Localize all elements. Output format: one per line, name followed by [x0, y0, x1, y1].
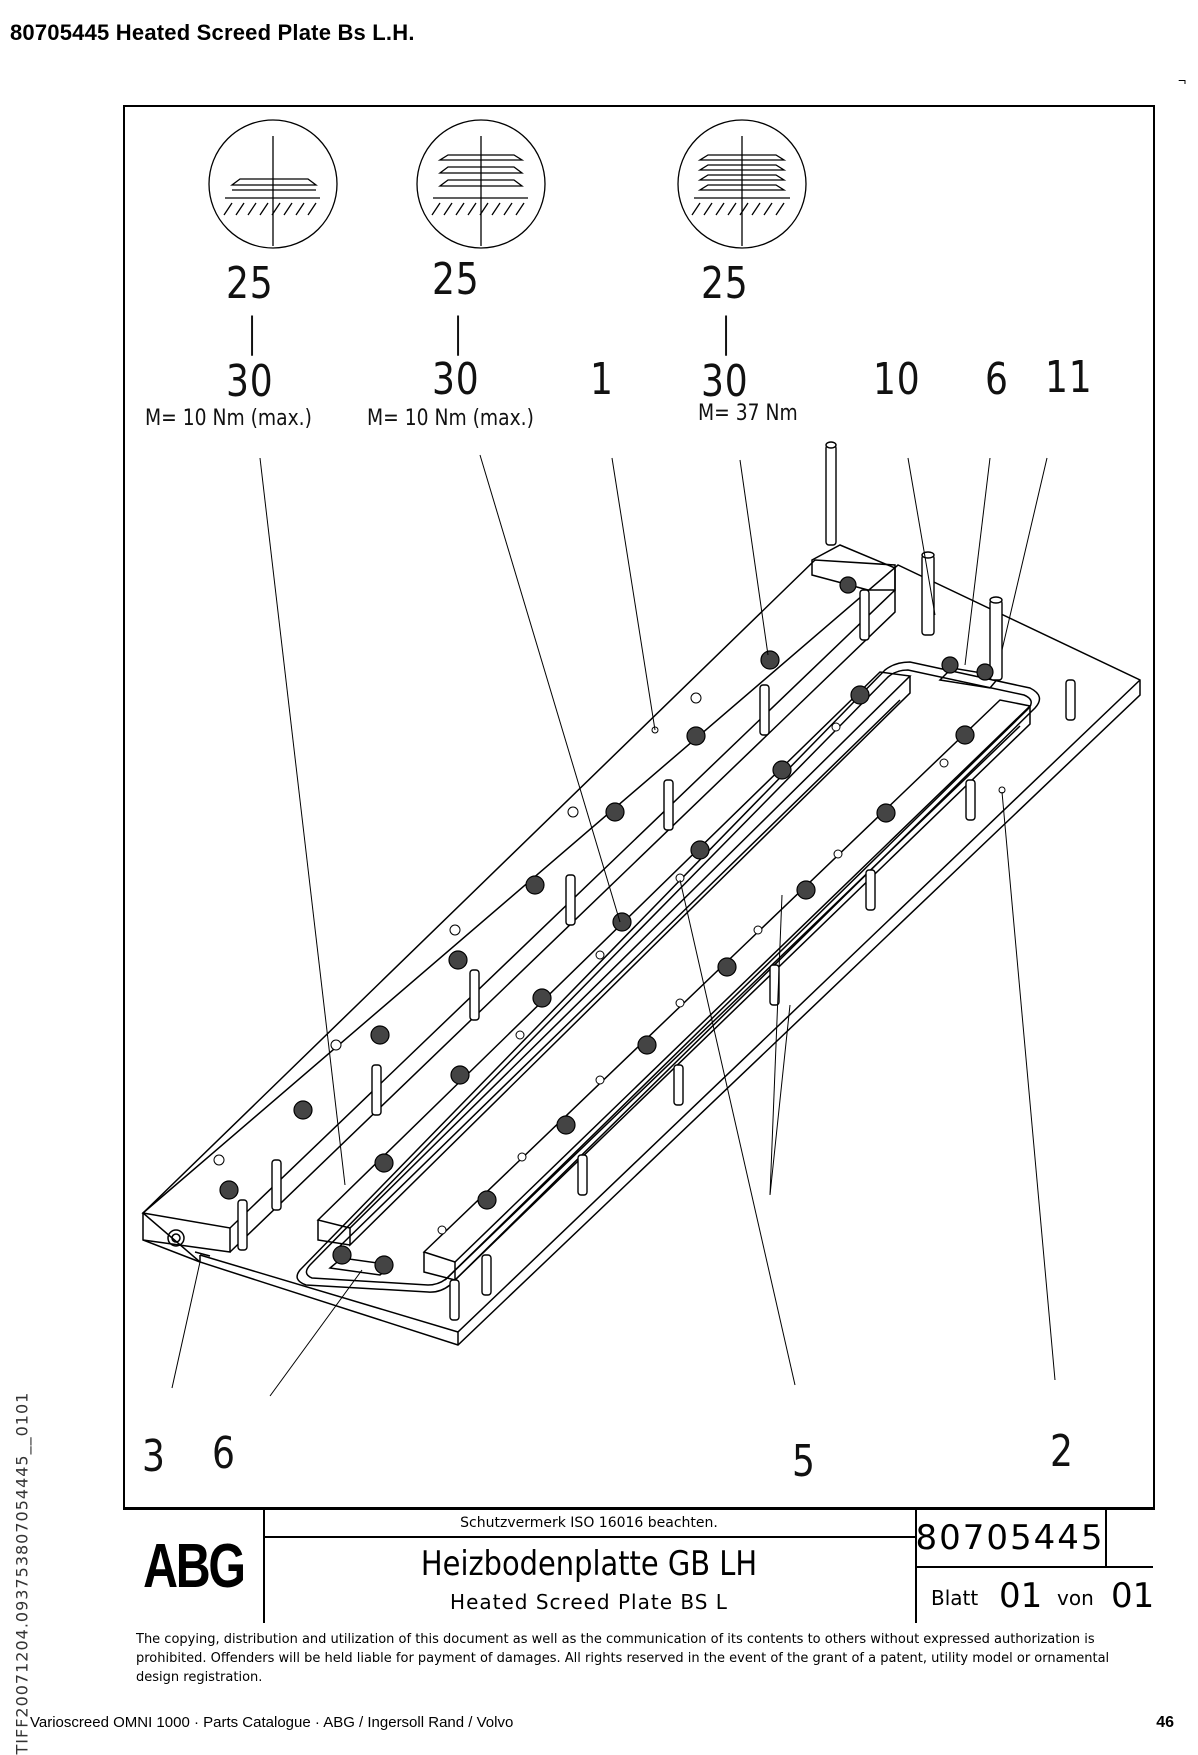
torque-value-1: M= 10 Nm (max.): [145, 406, 312, 431]
small-washers: [213, 692, 1006, 1235]
copyright-notice: The copying, distribution and utilizatio…: [136, 1632, 1110, 1685]
detail-circle-1: [208, 119, 338, 249]
title-block-numbers: 80705445 Blatt 01 von 01: [915, 1510, 1155, 1623]
nuts: [219, 576, 994, 1275]
stud: [469, 969, 480, 1021]
of-label: von: [1057, 1586, 1094, 1610]
drawing-frame: [123, 105, 1155, 1509]
stud: [565, 874, 576, 926]
callout-10: 10: [873, 354, 921, 405]
callout-2: 2: [1050, 1426, 1074, 1477]
callout-3: 3: [142, 1431, 166, 1482]
callout-6-top: 6: [985, 354, 1009, 405]
stud: [865, 869, 876, 911]
stud-long: [825, 441, 837, 546]
fasteners: [237, 441, 1076, 1321]
stud: [481, 1254, 492, 1296]
stud: [673, 1064, 684, 1106]
stud: [237, 1199, 248, 1251]
stud-long: [989, 596, 1003, 681]
stud-long: [921, 551, 935, 636]
detail-circle-2: [416, 119, 546, 249]
screed-plate: [141, 544, 1141, 1346]
stud: [759, 684, 770, 736]
stud: [663, 779, 674, 831]
stud: [371, 1064, 382, 1116]
callout-1: 1: [590, 354, 614, 405]
stud: [769, 964, 780, 1006]
torque-lower-3: 30: [701, 356, 749, 407]
stud: [859, 589, 870, 641]
side-file-code: TIFF20071204.093753807054445__0101: [12, 1391, 32, 1755]
sheet-total: 01: [1111, 1576, 1155, 1616]
torque-upper-2: 25: [432, 254, 480, 305]
torque-upper-3: 25: [701, 258, 749, 309]
torque-value-3: M= 37 Nm: [698, 401, 798, 426]
stud: [577, 1154, 588, 1196]
sheet-info: Blatt 01 von 01: [915, 1568, 1155, 1623]
stud: [271, 1159, 282, 1211]
title-german: Heizbodenplatte GB LH: [420, 1544, 758, 1584]
torque-separator-2: |: [454, 310, 463, 356]
footer-text: Varioscreed OMNI 1000 · Parts Catalogue …: [30, 1714, 514, 1731]
title-block-description: Schutzvermerk ISO 16016 beachten. Heizbo…: [263, 1510, 917, 1623]
detail-circle-3: [677, 119, 807, 249]
torque-upper-1: 25: [226, 258, 274, 309]
drawing-number: 80705445: [915, 1510, 1107, 1568]
protection-note: Schutzvermerk ISO 16016 beachten.: [263, 1510, 915, 1538]
title-block: ABG Schutzvermerk ISO 16016 beachten. He…: [123, 1508, 1155, 1623]
abg-logo: ABG: [123, 1510, 265, 1623]
torque-value-2: M= 10 Nm (max.): [367, 406, 534, 431]
torque-lower-1: 30: [226, 356, 274, 407]
title-english: Heated Screed Plate BS L: [450, 1590, 728, 1614]
page-number: 46: [1156, 1714, 1174, 1731]
leader-lines: [171, 454, 1056, 1397]
callout-11: 11: [1045, 352, 1093, 403]
callout-6-bottom: 6: [212, 1428, 236, 1479]
torque-separator-1: |: [248, 310, 257, 356]
sheet-number: 01: [999, 1576, 1043, 1616]
stud: [449, 1279, 460, 1321]
sheet-label: Blatt: [931, 1586, 979, 1610]
stud: [1065, 679, 1076, 721]
page-title: 80705445 Heated Screed Plate Bs L.H.: [10, 20, 415, 45]
stud: [965, 779, 976, 821]
torque-lower-2: 30: [432, 354, 480, 405]
revision-box: [1105, 1510, 1153, 1568]
callout-5: 5: [792, 1436, 816, 1487]
torque-separator-3: |: [722, 310, 731, 356]
corner-mark: ¬: [1178, 72, 1187, 88]
